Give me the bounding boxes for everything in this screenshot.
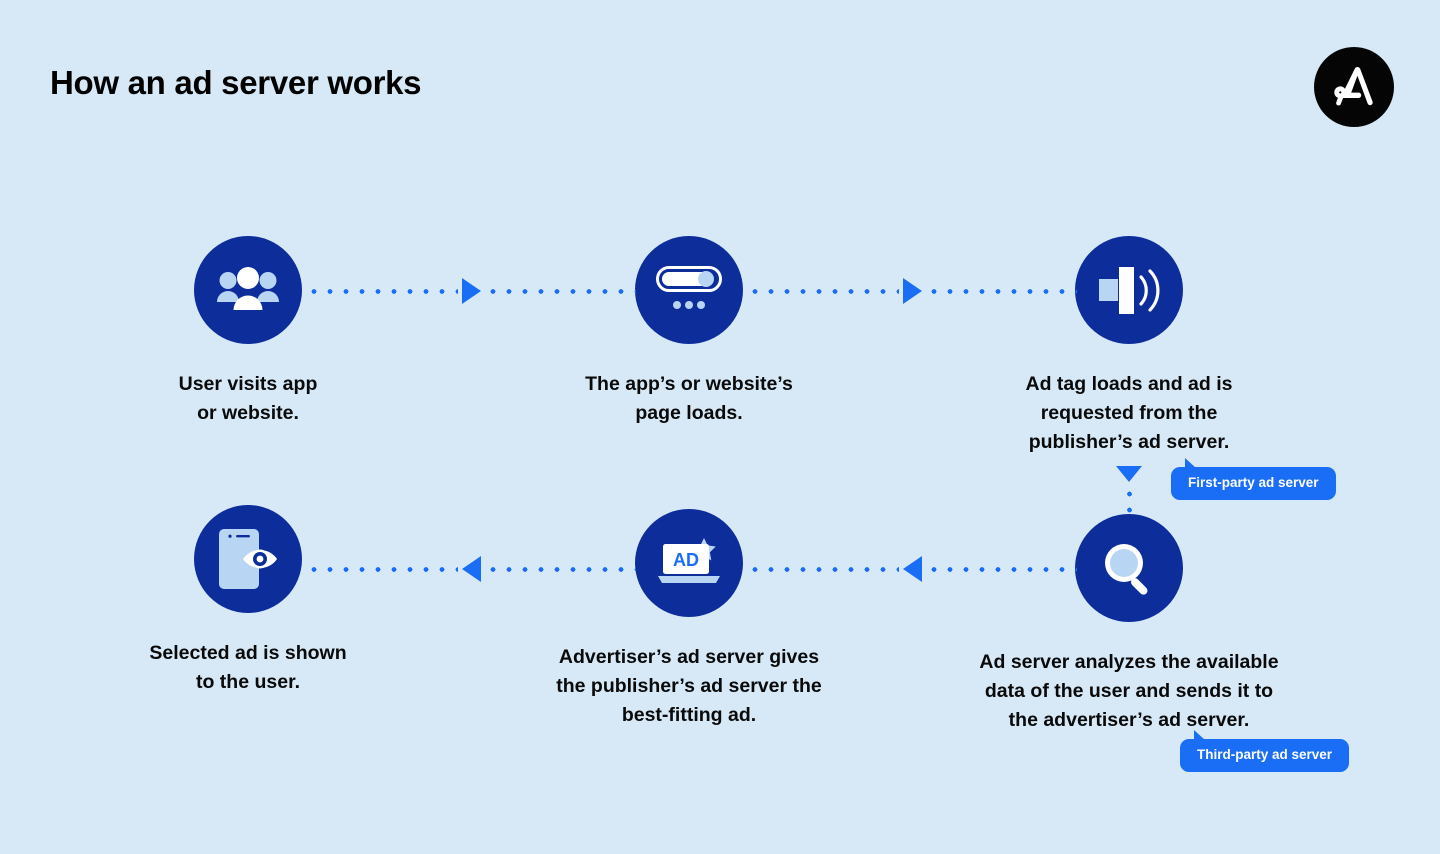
connector-2-to-3 [747,278,1077,304]
step-caption: User visits app or website. [178,373,318,424]
users-group-icon [217,267,279,310]
dotted-line [925,288,1077,294]
connector-1-to-2 [306,278,636,304]
dotted-line [306,288,458,294]
arrow-right-icon [902,278,922,304]
step-icon-circle [194,236,302,344]
magnifier-analysis-icon [1105,544,1148,595]
flow-step-ad-shown: Selected ad is shown to the user. [98,505,398,697]
flow-step-user-visits: User visits app or website. [98,236,398,428]
connector-3-to-6 [1116,466,1142,514]
arrow-right-icon [461,278,481,304]
tooltip-third-party-ad-server: Third-party ad server [1180,730,1350,772]
flow-step-ad-server-analyzes: Ad server analyzes the available data of… [979,514,1279,735]
arrow-down-icon [1116,466,1142,482]
dotted-line [484,566,636,572]
dotted-line-vertical [1126,482,1132,514]
phone-eye-icon [219,529,277,589]
adjust-logo [1314,47,1394,127]
dotted-line [484,288,636,294]
tooltip-first-party-ad-server: First-party ad server [1171,458,1336,500]
step-icon-circle [1075,514,1183,622]
laptop-ad-label: AD [673,550,699,570]
page-title: How an ad server works [50,64,422,101]
flow-step-best-fitting-ad: AD Advertiser’s ad server gives the publ… [539,509,839,730]
step-icon-circle [635,236,743,344]
dotted-line [925,566,1077,572]
arrow-left-icon [902,556,922,582]
step-icon-circle: AD [635,509,743,617]
flow-step-ad-tag-loads: Ad tag loads and ad is requested from th… [979,236,1279,457]
page-loading-bar-icon [656,266,722,309]
dotted-line [306,566,458,572]
logo-a-mark [1334,67,1373,106]
speaker-ad-tag-icon [1099,267,1160,314]
dotted-line [747,288,899,294]
step-caption: Ad tag loads and ad is requested from th… [1025,373,1233,453]
step-caption: Advertiser’s ad server gives the publish… [556,646,822,726]
step-icon-circle [1075,236,1183,344]
dotted-line [747,566,899,572]
connector-5-to-4 [306,556,636,582]
step-icon-circle [194,505,302,613]
arrow-left-icon [461,556,481,582]
flow-step-page-loads: The app’s or website’s page loads. [539,236,839,428]
connector-6-to-5 [747,556,1077,582]
step-caption: Ad server analyzes the available data of… [979,651,1279,731]
step-caption: Selected ad is shown to the user. [149,642,347,693]
laptop-ad-star-icon: AD [658,538,720,583]
step-caption: The app’s or website’s page loads. [585,373,793,424]
